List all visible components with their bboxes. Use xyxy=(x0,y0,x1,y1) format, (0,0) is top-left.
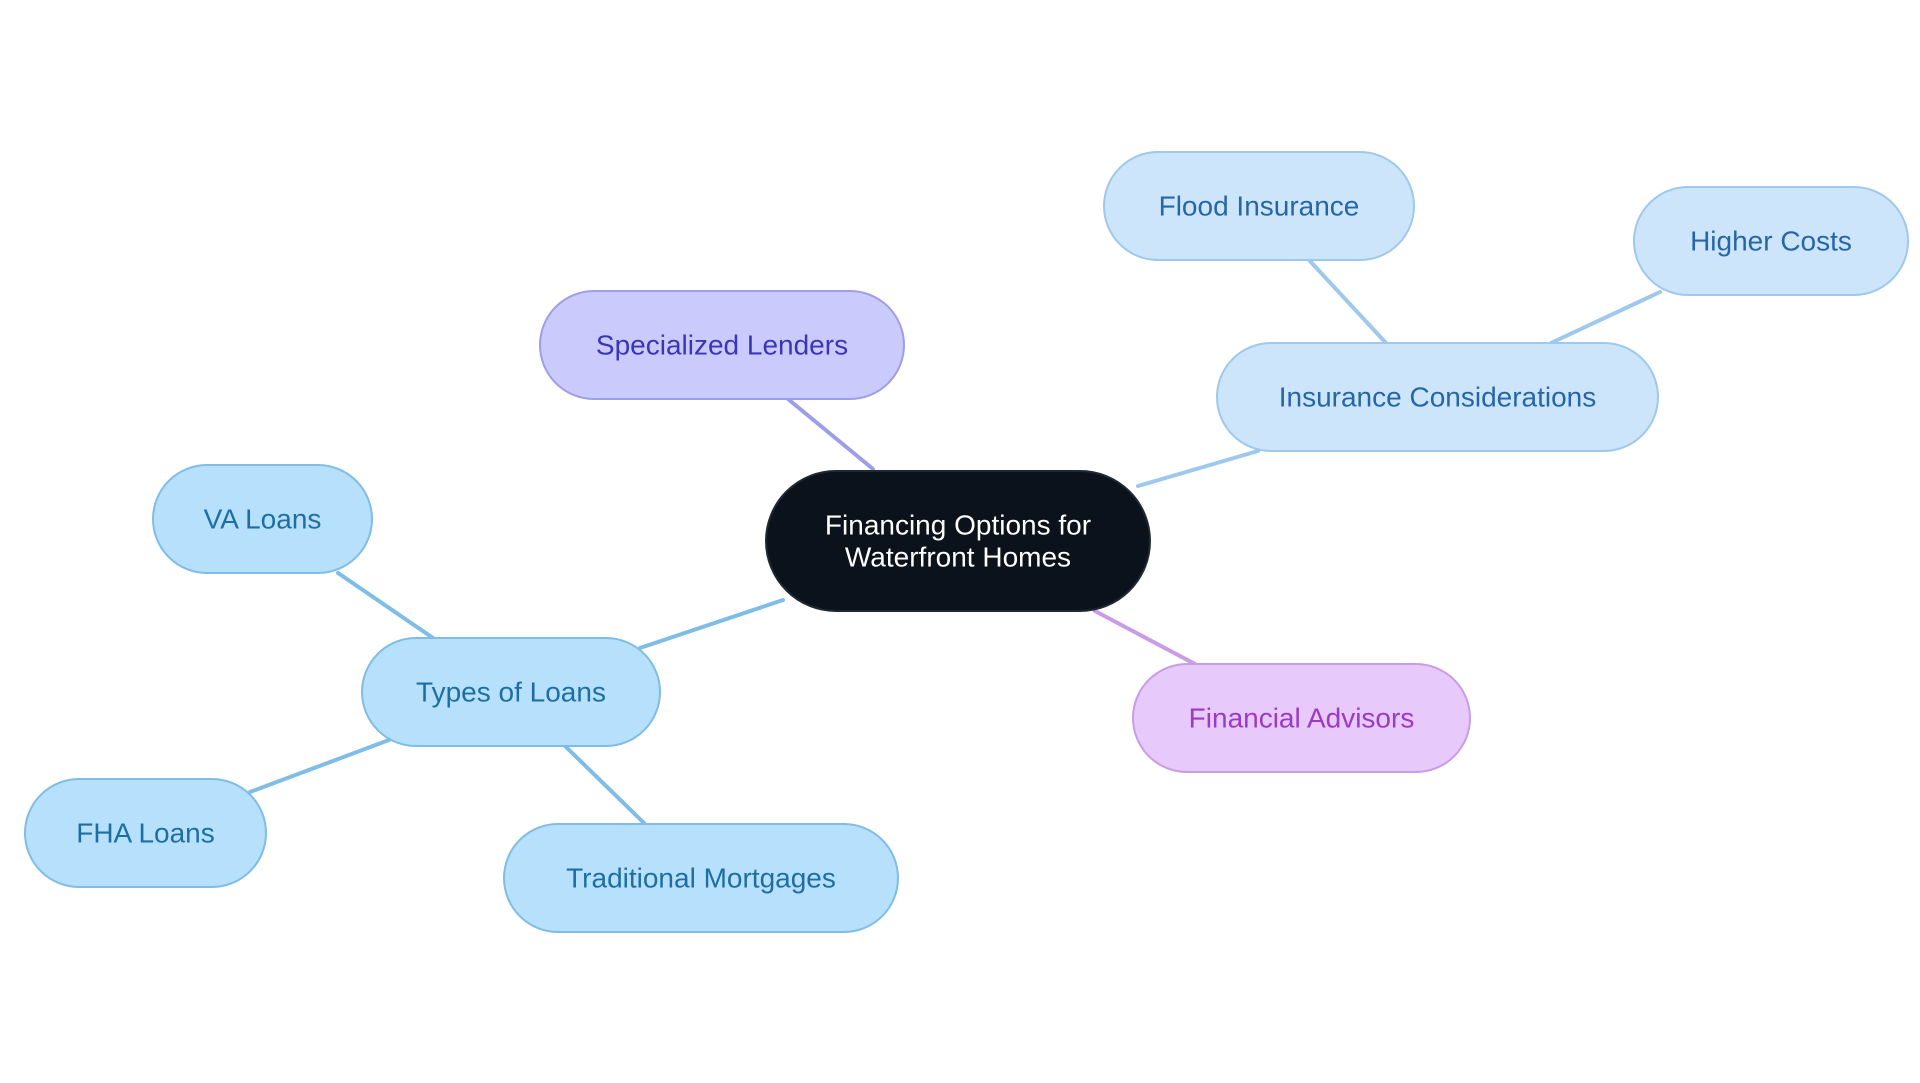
node-root-shape xyxy=(765,470,1151,612)
node-financial-advisors-shape xyxy=(1132,663,1471,773)
node-va-loans[interactable]: VA Loans xyxy=(152,464,373,574)
node-insurance-considerations-shape xyxy=(1216,342,1659,452)
node-flood-insurance-label: Flood Insurance xyxy=(1159,191,1360,222)
node-fha-loans-label: FHA Loans xyxy=(76,818,215,849)
node-va-loans-shape xyxy=(152,464,373,574)
node-types-of-loans[interactable]: Types of Loans xyxy=(361,637,661,747)
node-higher-costs[interactable]: Higher Costs xyxy=(1633,186,1909,296)
node-flood-insurance[interactable]: Flood Insurance xyxy=(1103,151,1415,261)
node-insurance-considerations[interactable]: Insurance Considerations xyxy=(1216,342,1659,452)
node-flood-insurance-shape xyxy=(1103,151,1415,261)
node-specialized-lenders[interactable]: Specialized Lenders xyxy=(539,290,905,400)
edge-types-of-loans-to-traditional-mortgages xyxy=(563,744,647,826)
node-va-loans-label: VA Loans xyxy=(204,504,322,535)
edge-root-to-financial-advisors xyxy=(1093,609,1197,666)
edge-root-to-types-of-loans xyxy=(638,598,785,650)
node-traditional-mortgages[interactable]: Traditional Mortgages xyxy=(503,823,899,933)
edge-types-of-loans-to-fha-loans xyxy=(248,738,391,794)
node-insurance-considerations-label: Insurance Considerations xyxy=(1279,382,1597,413)
node-root-label-line-1: Financing Options for xyxy=(825,510,1091,541)
edge-root-to-specialized-lenders xyxy=(786,397,875,471)
node-root-label-line-2: Waterfront Homes xyxy=(845,542,1071,573)
edges-layer xyxy=(248,258,1662,826)
edge-root-to-insurance-considerations xyxy=(1136,449,1260,488)
edge-types-of-loans-to-va-loans xyxy=(336,571,435,640)
node-financial-advisors[interactable]: Financial Advisors xyxy=(1132,663,1471,773)
node-fha-loans-shape xyxy=(24,778,267,888)
node-types-of-loans-label: Types of Loans xyxy=(416,677,606,708)
edge-insurance-considerations-to-flood-insurance xyxy=(1307,258,1388,345)
node-specialized-lenders-label: Specialized Lenders xyxy=(596,330,848,361)
node-higher-costs-shape xyxy=(1633,186,1909,296)
node-financial-advisors-label: Financial Advisors xyxy=(1189,703,1415,734)
node-higher-costs-label: Higher Costs xyxy=(1690,226,1852,257)
node-traditional-mortgages-label: Traditional Mortgages xyxy=(566,863,836,894)
node-specialized-lenders-shape xyxy=(539,290,905,400)
node-types-of-loans-shape xyxy=(361,637,661,747)
node-fha-loans[interactable]: FHA Loans xyxy=(24,778,267,888)
node-traditional-mortgages-shape xyxy=(503,823,899,933)
edge-insurance-considerations-to-higher-costs xyxy=(1549,290,1662,345)
